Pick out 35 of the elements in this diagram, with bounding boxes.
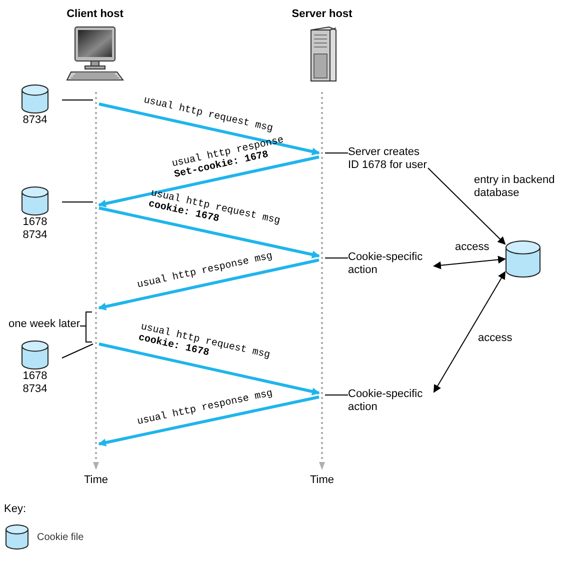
leader-line bbox=[62, 344, 94, 358]
leader-line bbox=[324, 152, 348, 154]
arrow bbox=[434, 271, 506, 393]
edge-label: entry in backend database bbox=[474, 174, 556, 200]
message-arrow bbox=[98, 156, 320, 208]
edge-label: access bbox=[478, 332, 514, 345]
cookie-entry: 1678 bbox=[22, 370, 48, 383]
note-text: Cookie-specific action bbox=[348, 251, 424, 277]
note-text: Cookie-specific action bbox=[348, 388, 424, 414]
edge-label: usual http request msg cookie: 1678 bbox=[147, 188, 282, 229]
time-label: Time bbox=[84, 474, 108, 487]
cookie-entry: 8734 bbox=[22, 229, 48, 242]
edge-label: access bbox=[455, 241, 490, 254]
edge-label: usual http response msg bbox=[136, 388, 275, 428]
edge-label: usual http response msg bbox=[136, 251, 275, 292]
message-arrow bbox=[98, 342, 320, 396]
host-heading: Client host bbox=[66, 8, 124, 22]
arrow bbox=[428, 168, 506, 245]
key-heading: Key: bbox=[4, 503, 26, 516]
note-text: Server creates ID 1678 for user bbox=[348, 146, 428, 172]
note-text: one week later bbox=[7, 318, 80, 331]
cookie-entry: 8734 bbox=[22, 114, 48, 127]
edge-label: usual http request msg bbox=[142, 95, 275, 136]
message-arrow bbox=[98, 258, 320, 310]
message-arrow bbox=[98, 102, 320, 156]
cookie-entry: 1678 bbox=[22, 216, 48, 229]
arrow bbox=[433, 256, 506, 270]
message-arrow bbox=[98, 206, 320, 258]
cookie-entry: 8734 bbox=[22, 383, 48, 396]
host-heading: Server host bbox=[292, 8, 352, 22]
leader-line bbox=[324, 394, 348, 396]
time-label: Time bbox=[310, 474, 334, 487]
legend-text: Cookie file bbox=[37, 530, 84, 544]
edge-label: usual http request msg cookie: 1678 bbox=[138, 322, 272, 364]
message-arrow bbox=[98, 396, 320, 446]
